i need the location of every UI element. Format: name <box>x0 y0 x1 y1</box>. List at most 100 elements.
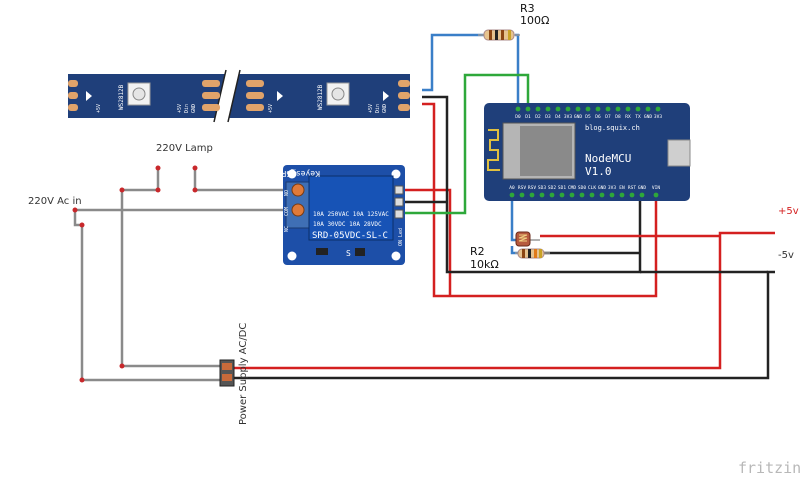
relay-rating-1: 10A 250VAC 10A 125VAC <box>313 211 389 218</box>
relay-screw-nc <box>291 183 305 197</box>
nodemcu-pin-label: D0 <box>515 114 521 120</box>
nodemcu-pin-label: CMD <box>568 185 576 191</box>
nodemcu-antenna <box>487 129 500 171</box>
led-strip-cut-mark <box>214 70 240 122</box>
led-strip-chip-label-1: WS2812B <box>118 84 125 110</box>
nodemcu-pin-label: EN <box>619 185 625 191</box>
wire-strip-5v <box>422 102 658 298</box>
relay-model: SRD-05VDC-SL-C <box>312 231 388 241</box>
relay-pin-no: NO <box>284 190 290 196</box>
nodemcu-bottom-pins <box>509 192 659 198</box>
strip-pin-5v-c: +5V <box>268 104 274 113</box>
nodemcu-pin-label: SD1 <box>558 185 566 191</box>
nodemcu-pin-label: SD0 <box>578 185 586 191</box>
wire-r3-to-d1 <box>515 33 520 103</box>
fritzing-watermark: fritzing <box>738 459 800 477</box>
relay-led-label: ON Led <box>398 228 404 246</box>
led-strip-pads <box>68 80 410 111</box>
nodemcu-name: NodeMCU <box>585 152 631 165</box>
nodemcu-pin-label: SD2 <box>548 185 556 191</box>
wire-din-to-r3 <box>422 33 484 92</box>
fritzing-logo: fritzing <box>738 459 800 477</box>
nodemcu-version: V1.0 <box>585 165 612 178</box>
ac-wire-lamp-live <box>120 168 220 368</box>
plus5v-label: +5v <box>778 206 799 217</box>
nodemcu-pin-label: RX <box>625 114 631 120</box>
led-strip: WS2812B WS2812B +5V +5V Din GND +5V +5V … <box>68 69 410 123</box>
nodemcu-pin-label: D3 <box>545 114 551 120</box>
power-wires <box>232 95 775 380</box>
led-chip-1 <box>127 82 151 106</box>
ac-in-label: 220V Ac in <box>28 196 82 207</box>
nodemcu-pin-label: SD3 <box>538 185 546 191</box>
nodemcu-pin-label: GND <box>574 114 582 120</box>
relay-screw-com <box>291 203 305 217</box>
power-supply-label: Power Supply AC/DC <box>238 323 249 425</box>
nodemcu-pin-label: 3V3 <box>564 114 572 120</box>
led-strip-body <box>68 74 410 118</box>
r2-name: R2 <box>470 245 485 258</box>
relay-header-pins <box>394 185 404 219</box>
relay-cube <box>308 175 394 241</box>
nodemcu-top-pins <box>515 106 661 112</box>
nodemcu-pin-label: 3V3 <box>608 185 616 191</box>
nodemcu-pin-label: RSV <box>518 185 526 191</box>
relay-signal-label: S <box>346 249 351 258</box>
resistor-r2: R2 10kΩ <box>470 245 550 271</box>
nodemcu-pin-label: D1 <box>525 114 531 120</box>
r2-value: 10kΩ <box>470 258 499 271</box>
nodemcu-pin-label: A0 <box>509 185 515 191</box>
power-supply: Power Supply AC/DC <box>219 323 249 425</box>
nodemcu-pin-label: RST <box>628 185 636 191</box>
led-strip-pin-labels: +5V +5V Din GND +5V +5V Din GND <box>96 104 388 113</box>
wire-gnd-rail <box>232 270 775 380</box>
nodemcu-pin-label: D8 <box>615 114 621 120</box>
strip-pin-din-b: Din <box>184 104 190 113</box>
relay-module: 10A 250VAC 10A 125VAC 10A 30VDC 10A 28VD… <box>272 165 405 265</box>
relay-rating-2: 10A 30VDC 10A 28VDC <box>313 221 382 228</box>
strip-pin-5v-a: +5V <box>96 104 102 113</box>
nodemcu-pin-label: D5 <box>585 114 591 120</box>
nodemcu-pin-label: RSV <box>528 185 536 191</box>
wire-relay-signal <box>400 73 530 215</box>
nodemcu-pin-label: GND <box>644 114 652 120</box>
r3-value: 100Ω <box>520 14 549 27</box>
nodemcu-pin-label: GND <box>598 185 606 191</box>
wire-a0-r2 <box>510 246 518 255</box>
led-strip-chip-label-2: WS2812B <box>317 84 324 110</box>
strip-pin-din-d: Din <box>375 104 381 113</box>
nodemcu-pin-label: TX <box>635 114 641 120</box>
ldr-sensor <box>515 231 540 247</box>
lamp-label: 220V Lamp <box>156 143 213 154</box>
nodemcu-usb-port <box>667 139 691 167</box>
relay-transistor <box>355 248 365 256</box>
strip-pin-gnd-d: GND <box>382 104 388 113</box>
nodemcu-pin-label: CLK <box>588 185 596 191</box>
nodemcu-pin-label: 3V3 <box>654 114 662 120</box>
relay-pin-com: COM <box>284 207 290 216</box>
ac-wires <box>73 168 297 382</box>
nodemcu-pin-label: D4 <box>555 114 561 120</box>
nodemcu-pin-label: D7 <box>605 114 611 120</box>
nodemcu-url: blog.squix.ch <box>585 124 640 132</box>
relay-pin-nc: NC <box>284 226 290 232</box>
wire-plus5v-rail <box>232 231 775 370</box>
relay-brand: Keyes_SRly <box>272 169 320 178</box>
minus5v-label: -5v <box>778 250 794 261</box>
nodemcu-pin-label: GND <box>638 185 646 191</box>
ac-wire-endpoints <box>72 165 198 383</box>
nodemcu-pin-label: D2 <box>535 114 541 120</box>
relay-diode <box>316 248 328 255</box>
strip-pin-5v-d: +5V <box>368 104 374 113</box>
strip-pin-5v-b: +5V <box>177 104 183 113</box>
wire-strip-gnd <box>422 95 642 274</box>
ac-wire-neutral <box>73 210 220 382</box>
wire-relay-vcc <box>400 188 452 296</box>
r3-name: R3 <box>520 2 535 15</box>
led-chip-2 <box>326 82 350 106</box>
strip-pin-gnd-b: GND <box>191 104 197 113</box>
